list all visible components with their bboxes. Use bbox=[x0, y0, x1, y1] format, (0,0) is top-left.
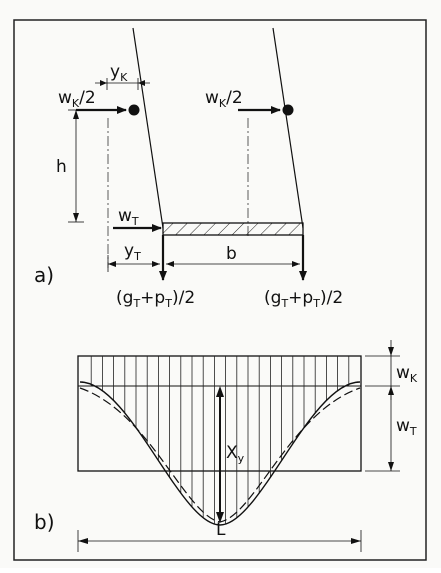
b-label: b bbox=[226, 244, 237, 264]
left-mass-dot bbox=[128, 104, 140, 116]
right-mass-dot bbox=[282, 104, 294, 116]
wT-label: wT bbox=[118, 206, 139, 228]
left-column-line bbox=[132, 27, 164, 229]
hatched-beam bbox=[162, 222, 304, 236]
wK-half-left-label: wK/2 bbox=[58, 88, 96, 110]
load-label-left: (gT+pT)/2 bbox=[116, 288, 195, 310]
distribution-hatch-lines bbox=[90, 356, 350, 525]
part-a-label: a) bbox=[34, 263, 54, 287]
wK-label-b: wK bbox=[396, 363, 418, 385]
h-label: h bbox=[56, 157, 67, 177]
L-label: L bbox=[216, 520, 226, 540]
yT-label: yT bbox=[124, 241, 141, 263]
part-b-label: b) bbox=[34, 510, 55, 534]
wK-half-right-label: wK/2 bbox=[205, 88, 243, 110]
Xy-label: Xy bbox=[226, 443, 245, 465]
right-column-line bbox=[272, 27, 304, 229]
yK-label: yK bbox=[110, 62, 128, 84]
solid-deflection-curve bbox=[79, 381, 361, 526]
outer-frame bbox=[13, 19, 427, 561]
load-label-right: (gT+pT)/2 bbox=[264, 288, 343, 310]
wT-label-b: wT bbox=[396, 416, 417, 438]
